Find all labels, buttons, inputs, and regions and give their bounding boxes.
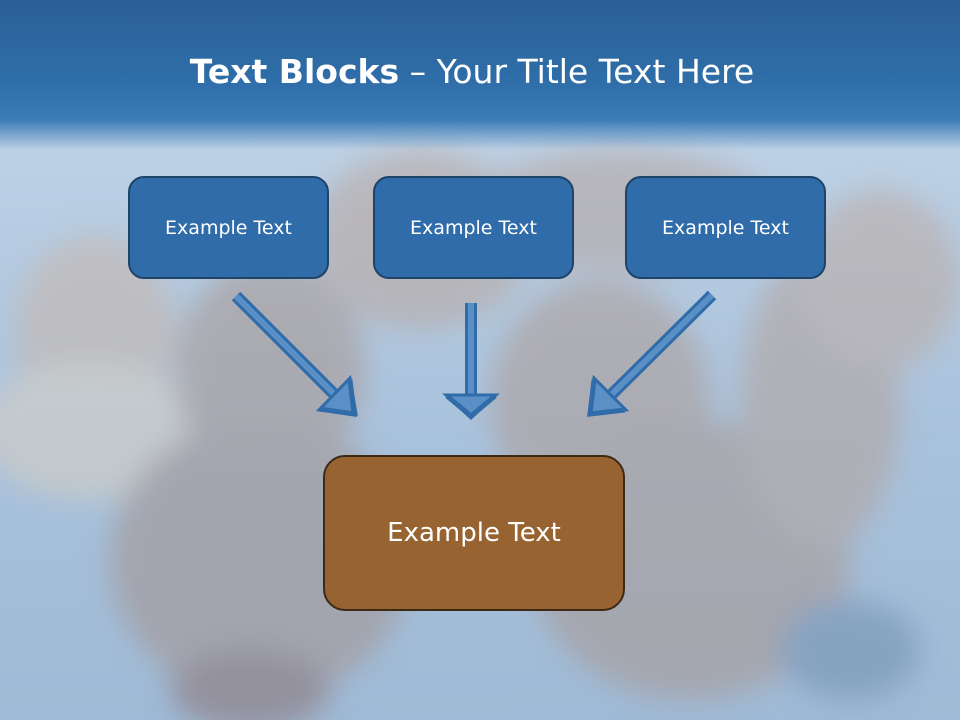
title-dash: – [399, 52, 437, 91]
slide-title: Text Blocks – Your Title Text Here [0, 52, 944, 91]
arrow-down-icon [442, 303, 500, 421]
title-bar [0, 0, 960, 150]
text-block-center[interactable]: Example Text [373, 176, 574, 279]
result-block[interactable]: Example Text [323, 455, 625, 611]
title-rest: Your Title Text Here [436, 52, 755, 91]
title-bold: Text Blocks [189, 52, 400, 91]
arrow-down-left-icon [587, 290, 717, 417]
text-block-left[interactable]: Example Text [128, 176, 329, 279]
text-block-right[interactable]: Example Text [625, 176, 826, 279]
arrow-down-right-icon [231, 291, 358, 417]
